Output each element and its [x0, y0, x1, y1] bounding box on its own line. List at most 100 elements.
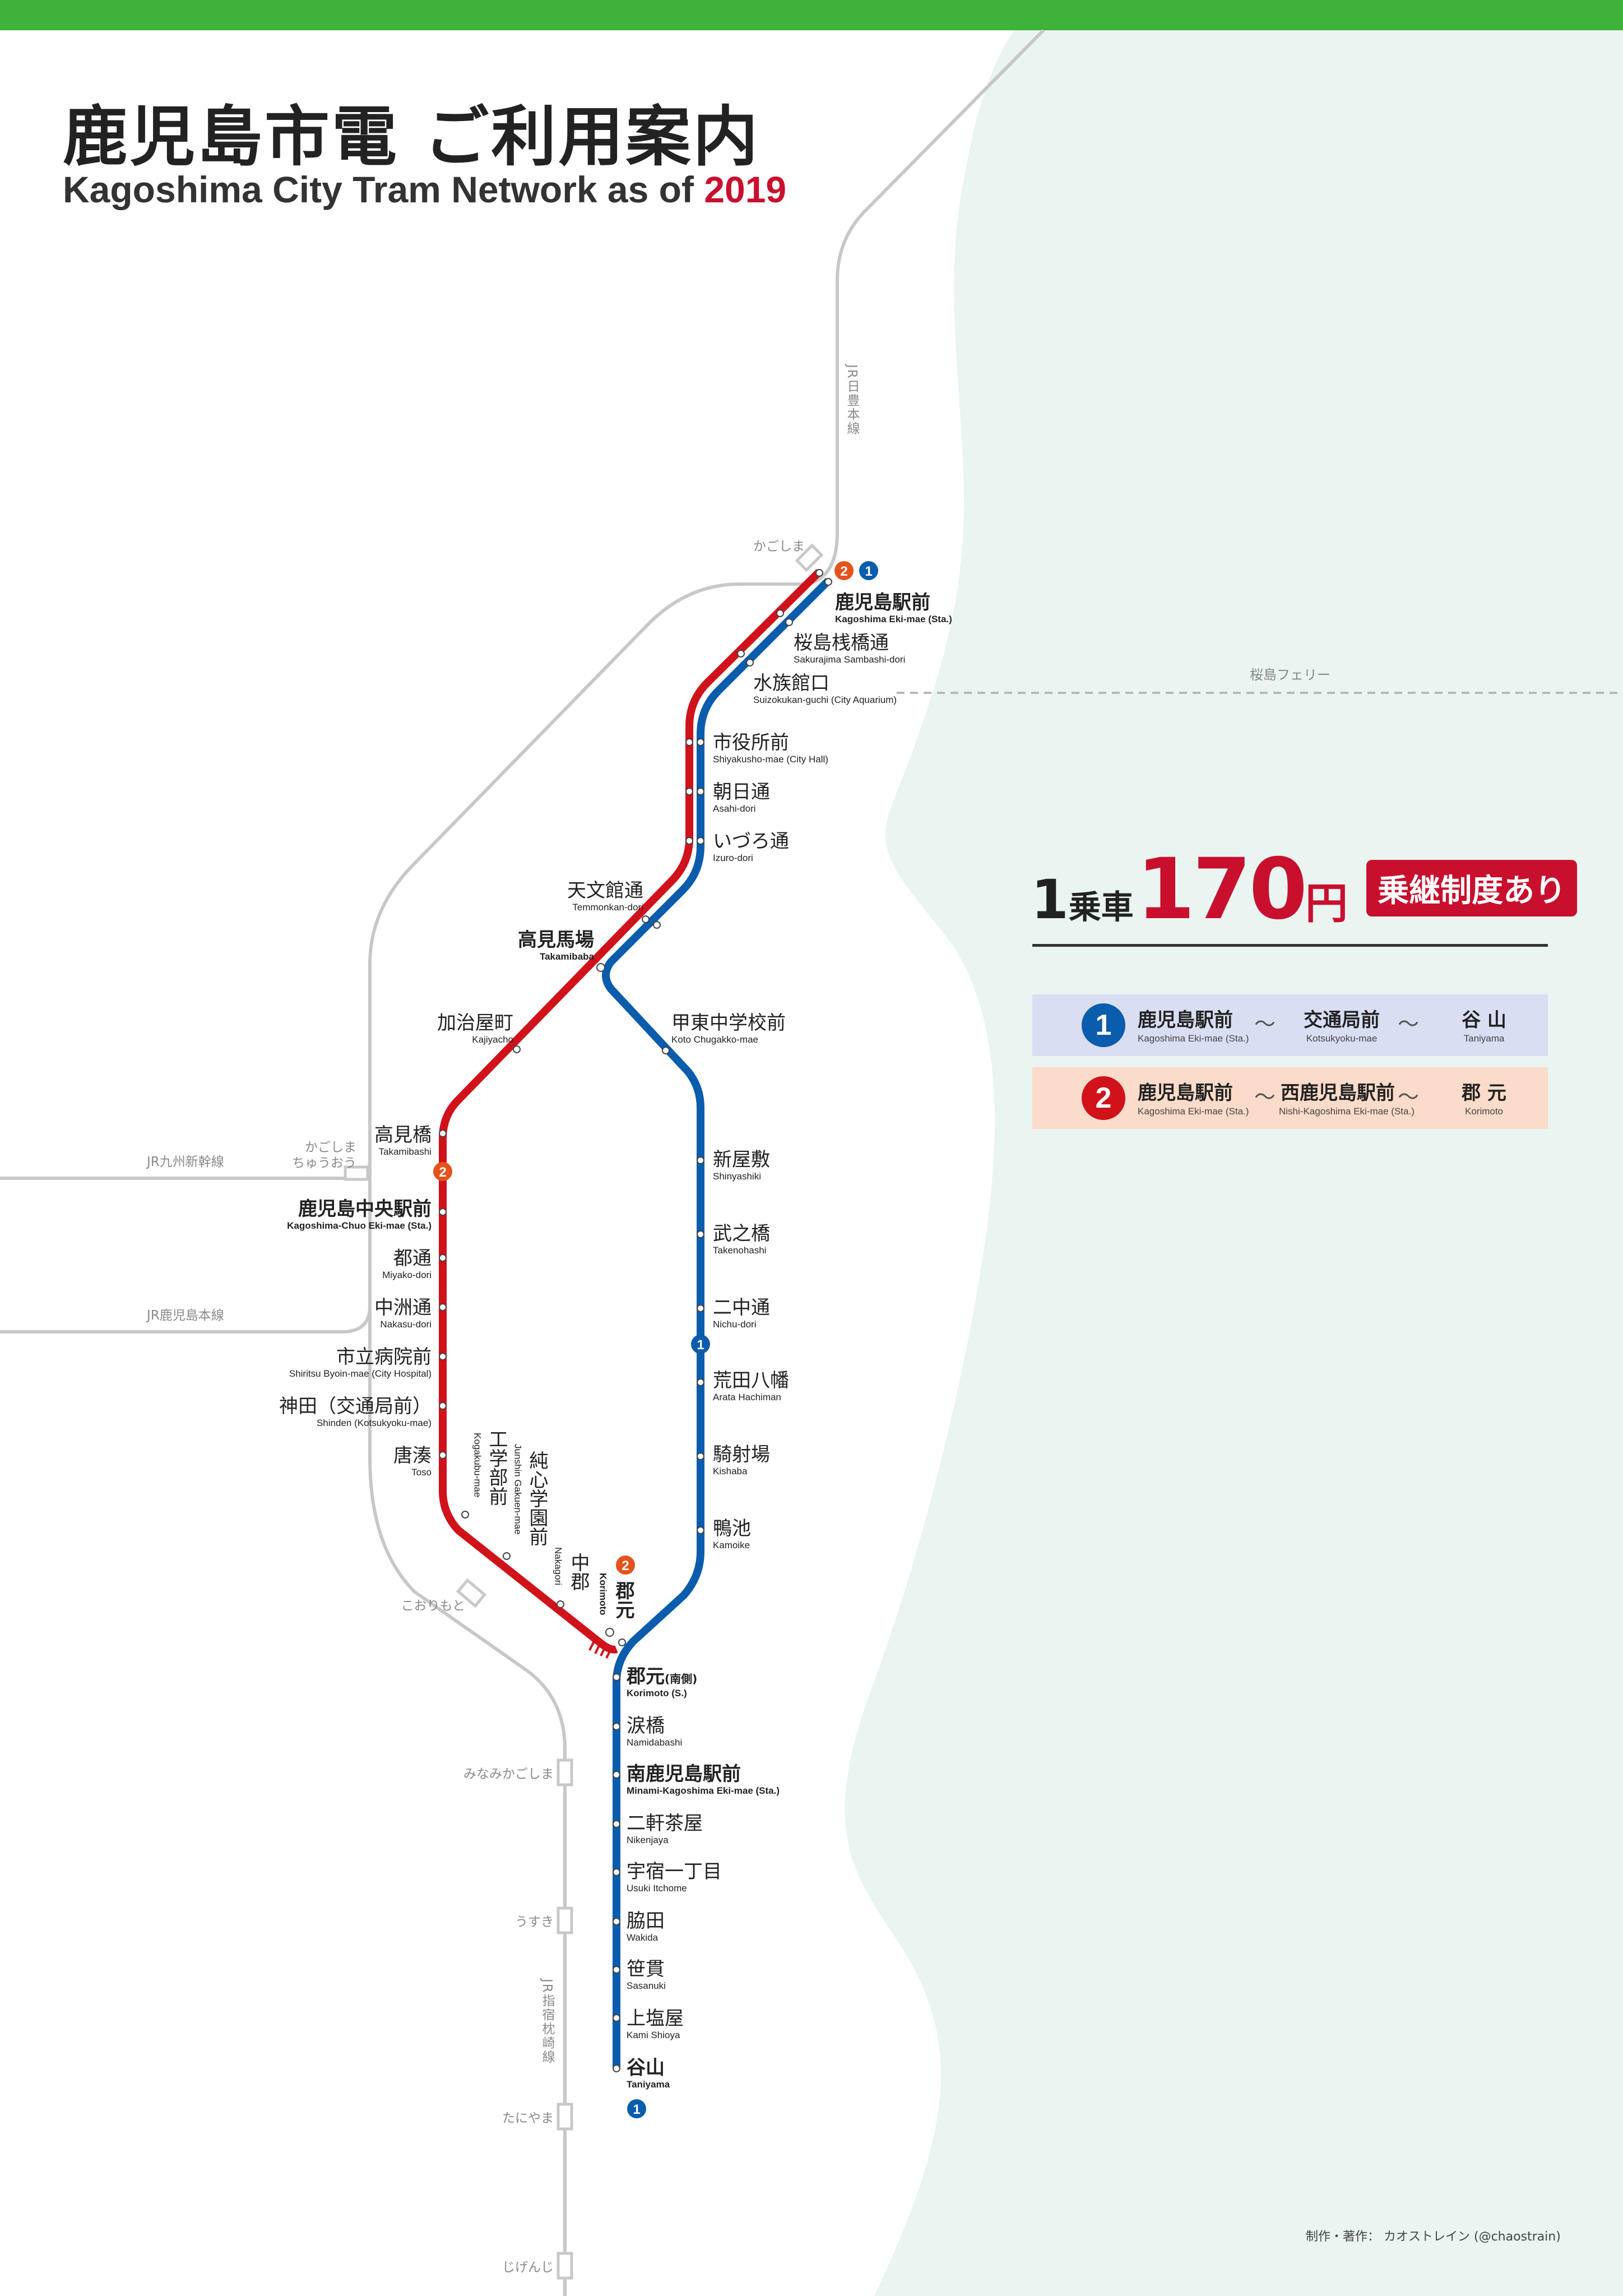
dot-kagoshima-eki-2 — [815, 569, 823, 577]
st-kagoshima-eki-ja: 鹿児島駅前 — [835, 591, 930, 614]
st-koto-en: Koto Chugakko-mae — [671, 1034, 758, 1045]
st-kogakubu-en: Kogakubu-mae — [472, 1433, 483, 1497]
st-wakida-ja: 脇田 — [627, 1910, 665, 1932]
st-korimoto-ja: 郡元 — [612, 1581, 635, 1619]
st-asahi-en: Asahi-dori — [713, 803, 756, 814]
badge-2-takamibashi — [433, 1162, 452, 1181]
st-byoin-ja: 市立病院前 — [336, 1346, 432, 1368]
jr-kagoshima-main-line — [0, 1306, 372, 1334]
st-shinyashiki-ja: 新屋敷 — [713, 1149, 770, 1171]
st-kajiyacho-ja: 加治屋町 — [437, 1012, 513, 1034]
jr-jigenji-label: じげんじ — [502, 2260, 554, 2275]
st-shinyashiki-en: Shinyashiki — [713, 1171, 761, 1182]
st-usuki-ja: 宇宿一丁目 — [627, 1860, 722, 1883]
st-minami-ja: 南鹿児島駅前 — [627, 1763, 741, 1785]
st-shinden-en: Shinden (Kotsukyoku-mae) — [317, 1418, 432, 1428]
st-koto-ja: 甲東中学校前 — [671, 1012, 786, 1034]
st-izuro-en: Izuro-dori — [713, 853, 753, 863]
st-temmonkan-en: Temmonkan-dori — [572, 902, 643, 913]
st-izuro-ja: いづろ通 — [713, 830, 789, 853]
st-sakurajima-en: Sakurajima Sambashi-dori — [794, 654, 905, 665]
route-1-sep-1: 〜 — [1254, 1012, 1276, 1036]
st-chuo-ja: 鹿児島中央駅前 — [298, 1198, 432, 1220]
st-minami-en: Minami-Kagoshima Eki-mae (Sta.) — [627, 1785, 780, 1796]
jr-minami-label: みなみかごしま — [463, 1767, 554, 1781]
credit-text: 制作・著作： カオストレイン (@chaostrain) — [1306, 2230, 1561, 2244]
jr-jigenji-marker — [557, 2252, 573, 2280]
subtitle-text: Kagoshima City Tram Network as of — [63, 169, 704, 210]
jr-korimoto-marker — [456, 1578, 487, 1608]
st-namidabashi-ja: 涙橋 — [627, 1715, 665, 1737]
st-takenohashi-ja: 武之橋 — [713, 1223, 770, 1245]
transfer-badge: 乗継制度あり — [1366, 860, 1578, 916]
st-miyako-en: Miyako-dori — [382, 1270, 432, 1280]
ferry-label: 桜島フェリー — [1250, 667, 1330, 683]
st-suizokukan-ja: 水族館口 — [753, 672, 829, 695]
jr-kagoshima-marker — [795, 543, 824, 572]
badge-1-taniyama — [627, 2099, 646, 2118]
st-usuki-en: Usuki Itchome — [627, 1883, 687, 1894]
jr-labels: かごしま かごしま ちゅうおう JR九州新幹線 JR鹿児島本線 こおりもと みな… — [146, 363, 860, 2275]
st-toso-ja: 唐湊 — [393, 1445, 432, 1467]
st-takamibaba-ja: 高見馬場 — [518, 929, 594, 951]
route-badges: 2 1 2 1 2 1 — [433, 561, 878, 2118]
jr-usuki-marker — [557, 1906, 573, 1934]
badge-2-takamibashi-label: 2 — [439, 1165, 446, 1180]
jr-shinkansen-label: JR九州新幹線 — [146, 1155, 224, 1169]
badge-1-nichu — [691, 1335, 710, 1354]
station-labels-vertical: 工学部前 Kogakubu-mae 純心学園前 Junshin Gakuen-m… — [472, 1429, 636, 1619]
st-korimoto-en: Korimoto — [598, 1573, 609, 1615]
jr-taniyama-marker — [557, 2103, 573, 2131]
jr-korimoto-label: こおりもと — [401, 1599, 465, 1613]
st-korimoto-s-small: (南側) — [665, 1672, 697, 1686]
jr-chuo-marker — [344, 1165, 369, 1181]
st-kamishioya-ja: 上塩屋 — [627, 2007, 684, 2030]
st-takamibaba-en: Takamibaba — [540, 951, 595, 962]
st-kamishioya-en: Kami Shioya — [627, 2030, 680, 2040]
st-shiyakusho-ja: 市役所前 — [713, 732, 789, 754]
st-junshin-en: Junshin Gakuen-mae — [513, 1444, 523, 1535]
st-kamoike-ja: 鴨池 — [713, 1517, 751, 1540]
sea-area — [845, 30, 1623, 2296]
st-korimoto-s-ja: 郡元(南側) — [626, 1665, 697, 1688]
st-nikenjaya-en: Nikenjaya — [627, 1835, 669, 1845]
badge-2-top — [834, 561, 854, 580]
dot-kagoshima-eki-1 — [824, 578, 832, 586]
jr-nippo-line — [368, 29, 1045, 2296]
station-dots — [439, 569, 832, 2072]
st-kagoshima-eki-en: Kagoshima Eki-mae (Sta.) — [835, 614, 952, 624]
st-takamibashi-ja: 高見橋 — [374, 1124, 432, 1146]
st-nikenjaya-ja: 二軒茶屋 — [627, 1812, 703, 1835]
jr-minami-marker — [557, 1758, 573, 1786]
st-arata-en: Arata Hachiman — [713, 1392, 781, 1402]
jr-taniyama-label: たにやま — [502, 2111, 554, 2126]
st-kogakubu-ja: 工学部前 — [485, 1429, 508, 1506]
jr-ibusuki-label: JR指宿枕崎線 — [540, 1978, 555, 2064]
badge-1-top — [859, 561, 878, 580]
jr-chuo-label-2: ちゅうおう — [292, 1156, 356, 1170]
route-1-sep-2: 〜 — [1398, 1012, 1420, 1036]
st-sasanuki-ja: 笹貫 — [627, 1958, 665, 1980]
st-taniyama-en: Taniyama — [627, 2079, 670, 2090]
st-kajiyacho-en: Kajiyacho — [472, 1034, 513, 1045]
fare-one: 1 — [1031, 868, 1069, 931]
st-miyako-ja: 都通 — [393, 1247, 432, 1270]
st-takenohashi-en: Takenohashi — [713, 1245, 766, 1256]
st-korimoto-s-en: Korimoto (S.) — [627, 1688, 687, 1698]
route-1-number: 1 — [1082, 1003, 1125, 1047]
st-kishaba-ja: 騎射場 — [713, 1443, 770, 1466]
fare-price: 170 — [1136, 841, 1307, 938]
badge-1-taniyama-label: 1 — [633, 2102, 640, 2117]
st-nakagori-en: Nakagori — [553, 1547, 564, 1585]
jr-kagoshima-label: かごしま — [753, 539, 805, 554]
st-suizokukan-en: Suizokukan-guchi (City Aquarium) — [753, 695, 897, 705]
st-asahi-ja: 朝日通 — [713, 781, 770, 803]
st-junshin-ja: 純心学園前 — [526, 1451, 548, 1546]
page-subtitle: Kagoshima City Tram Network as of 2019 — [63, 168, 786, 211]
st-nakasu-ja: 中洲通 — [374, 1297, 432, 1319]
